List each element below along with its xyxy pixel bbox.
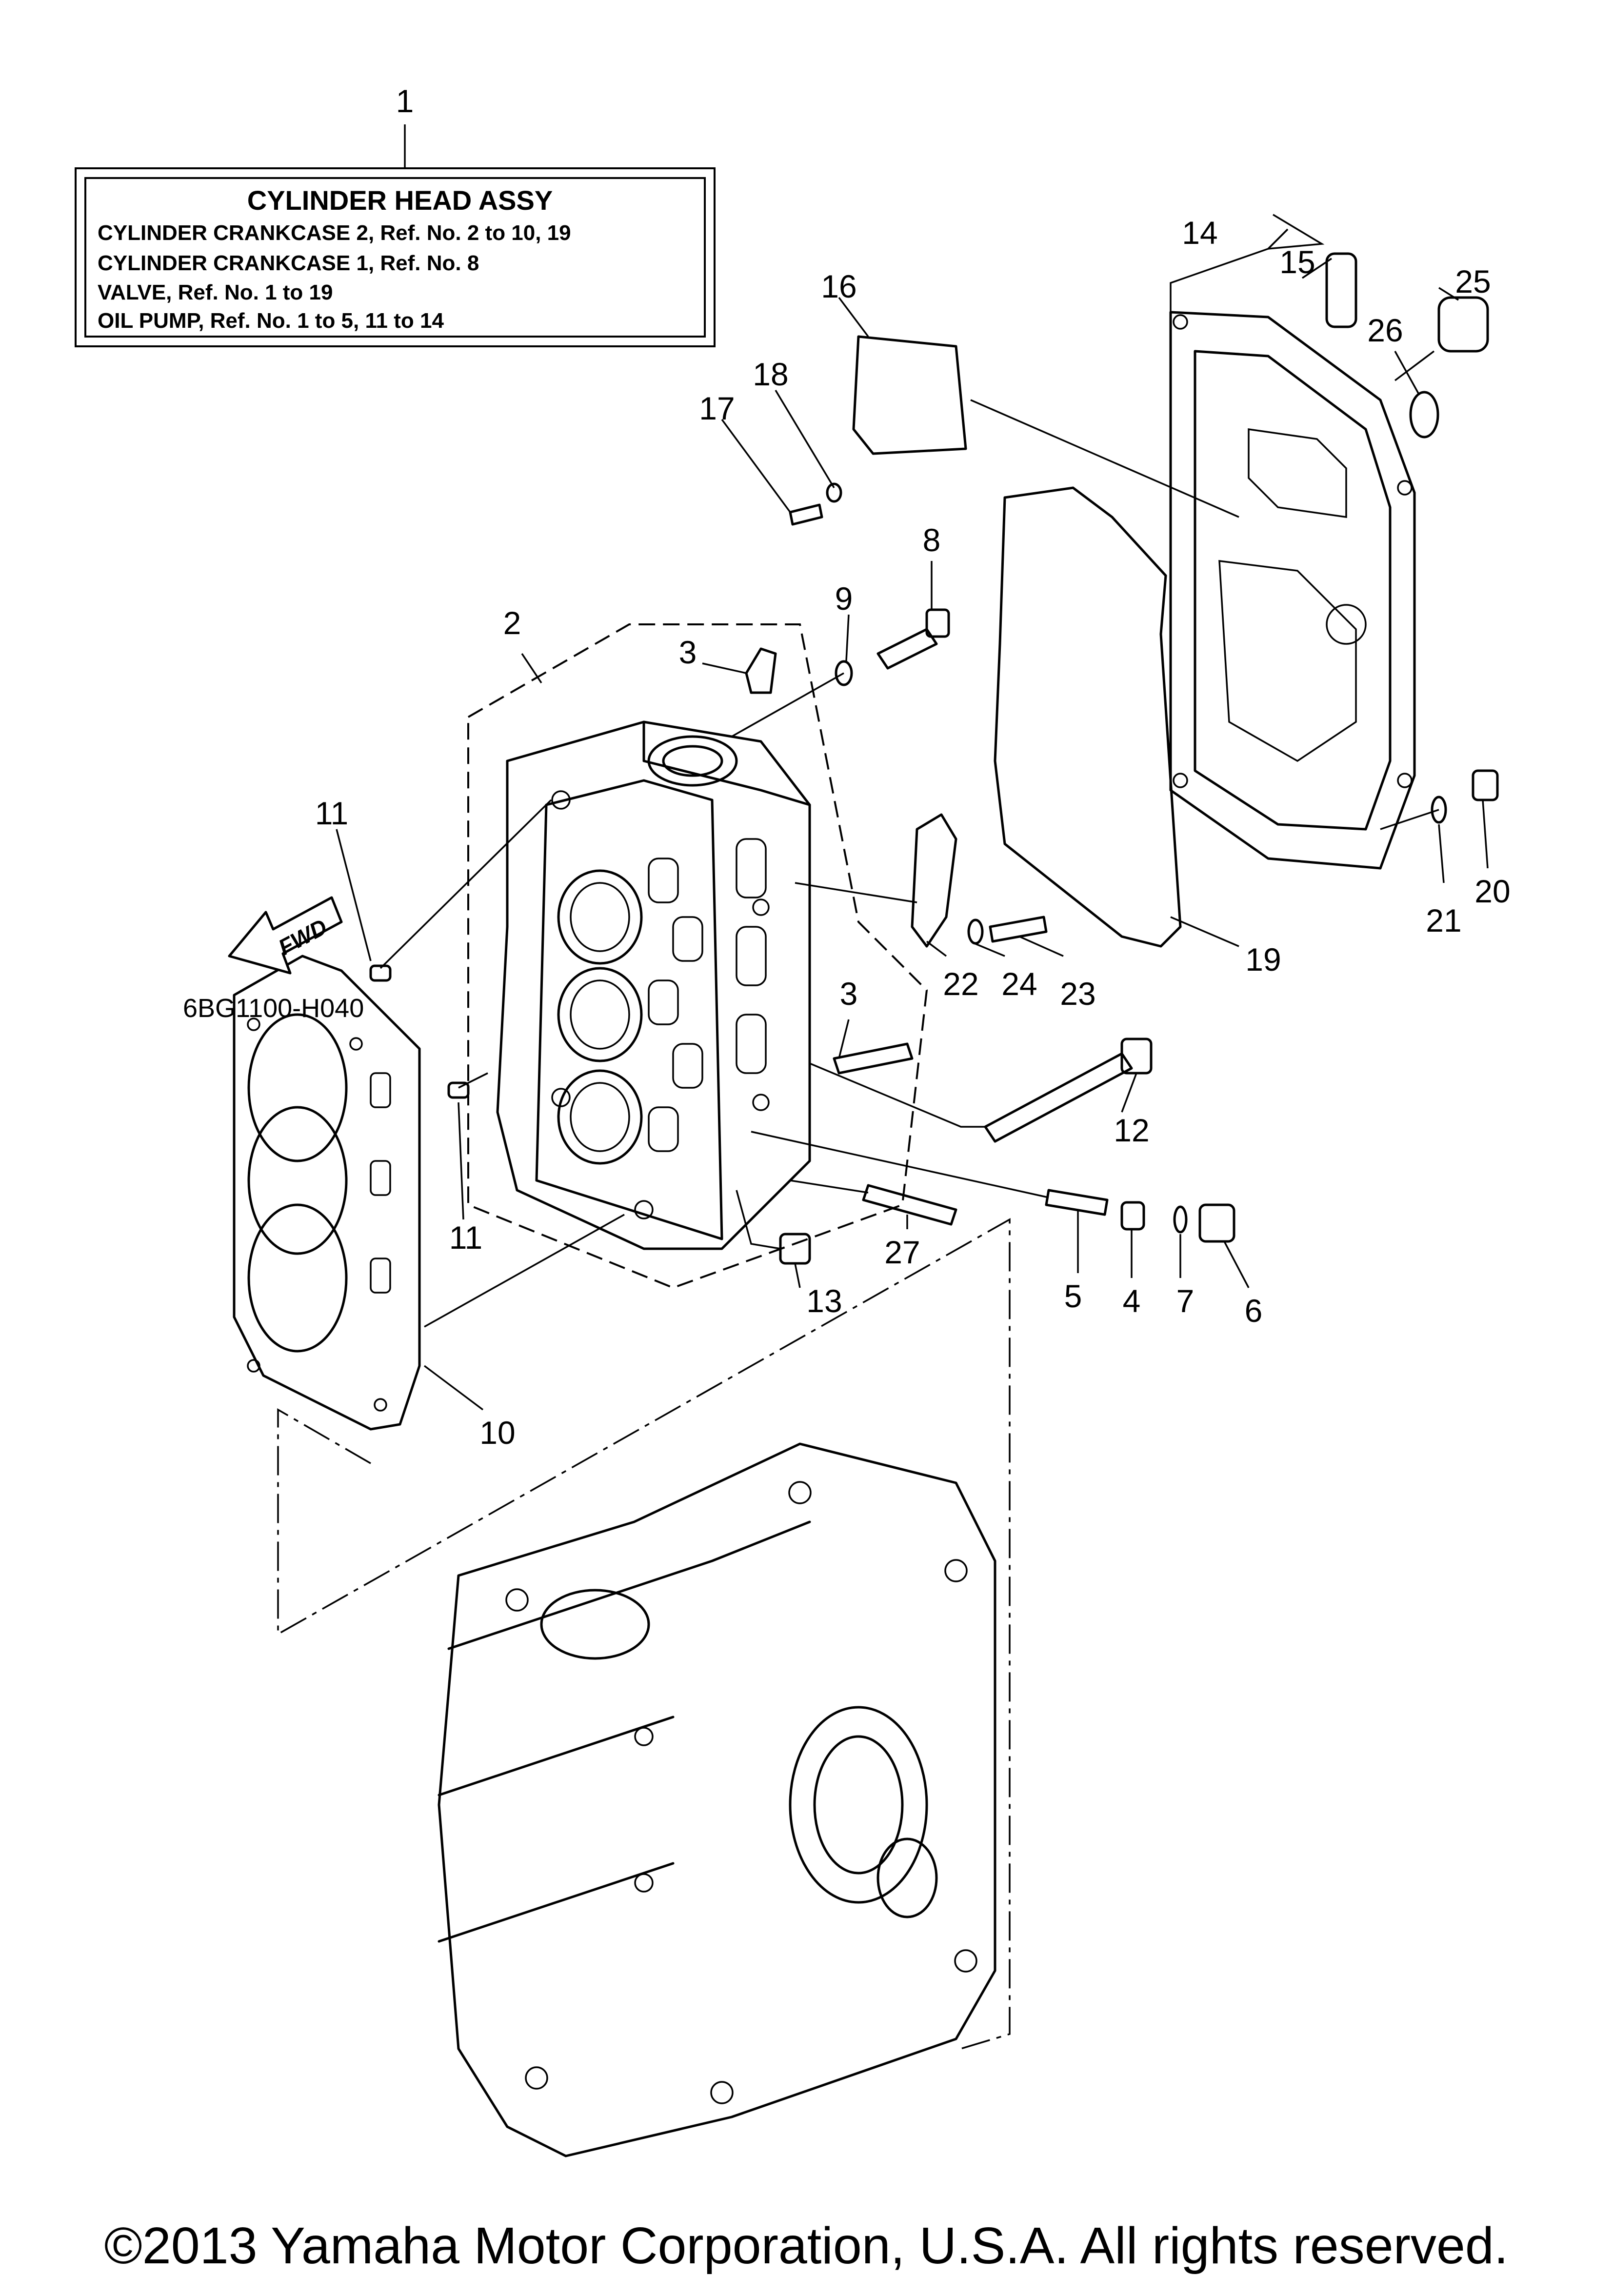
callouts: 2 3 3 4 5 6 7 8 9 10 11 11 12 13 14 15 1… (315, 215, 1511, 1451)
head-gasket (233, 955, 421, 1431)
callout-15: 15 (1279, 244, 1315, 280)
callout-22: 22 (943, 966, 978, 1002)
diagram-code: 6BG1100-H040 (183, 994, 364, 1023)
callout-19: 19 (1245, 941, 1281, 978)
callout-13: 13 (806, 1283, 842, 1319)
legend-line-4: OIL PUMP, Ref. No. 1 to 5, 11 to 14 (98, 309, 444, 333)
callout-26: 26 (1367, 312, 1403, 348)
callout-27: 27 (884, 1234, 920, 1270)
legend-line-1: CYLINDER CRANKCASE 2, Ref. No. 2 to 10, … (98, 221, 571, 245)
callout-6: 6 (1245, 1293, 1263, 1329)
leader-lines (336, 214, 1489, 1411)
callout-23: 23 (1060, 976, 1095, 1012)
cover-gasket (994, 486, 1182, 948)
callout-20: 20 (1474, 873, 1510, 909)
cylinder-head (467, 623, 928, 1289)
fwd-arrow-icon: FWD (228, 896, 343, 975)
small-parts (369, 252, 1499, 1265)
callout-10: 10 (479, 1415, 515, 1451)
cover-plate (852, 335, 967, 455)
legend-title: CYLINDER HEAD ASSY (247, 185, 553, 216)
callout-14: 14 (1182, 215, 1217, 251)
callout-18: 18 (753, 356, 788, 392)
exhaust-cover (1169, 311, 1416, 870)
callout-24: 24 (1001, 966, 1037, 1002)
callout-12: 12 (1114, 1112, 1149, 1148)
callout-3: 3 (840, 976, 858, 1012)
copyright-notice: ©2013 Yamaha Motor Corporation, U.S.A. A… (104, 2217, 1509, 2275)
callout-4: 4 (1123, 1283, 1141, 1319)
callout-8: 8 (923, 522, 941, 558)
legend-line-3: VALVE, Ref. No. 1 to 19 (98, 280, 333, 304)
assembly-lines (277, 350, 1439, 2050)
callout-5: 5 (1064, 1278, 1082, 1314)
legend-line-2: CYLINDER CRANKCASE 1, Ref. No. 8 (98, 251, 479, 275)
legend-box: 1 CYLINDER HEAD ASSY CYLINDER CRANKCASE … (75, 83, 716, 347)
bracket (911, 813, 957, 948)
callout-7: 7 (1176, 1283, 1195, 1319)
callout-25: 25 (1455, 263, 1491, 299)
callout-21: 21 (1426, 902, 1461, 938)
callout-11: 11 (315, 795, 349, 831)
callout-17: 17 (699, 390, 735, 426)
callout-3: 3 (679, 634, 697, 670)
callout-11: 11 (449, 1219, 483, 1256)
callout-16: 16 (821, 268, 856, 304)
callout-1: 1 (396, 83, 414, 119)
callout-9: 9 (835, 580, 853, 617)
callout-2: 2 (503, 605, 521, 641)
crankcase (438, 1442, 996, 2157)
